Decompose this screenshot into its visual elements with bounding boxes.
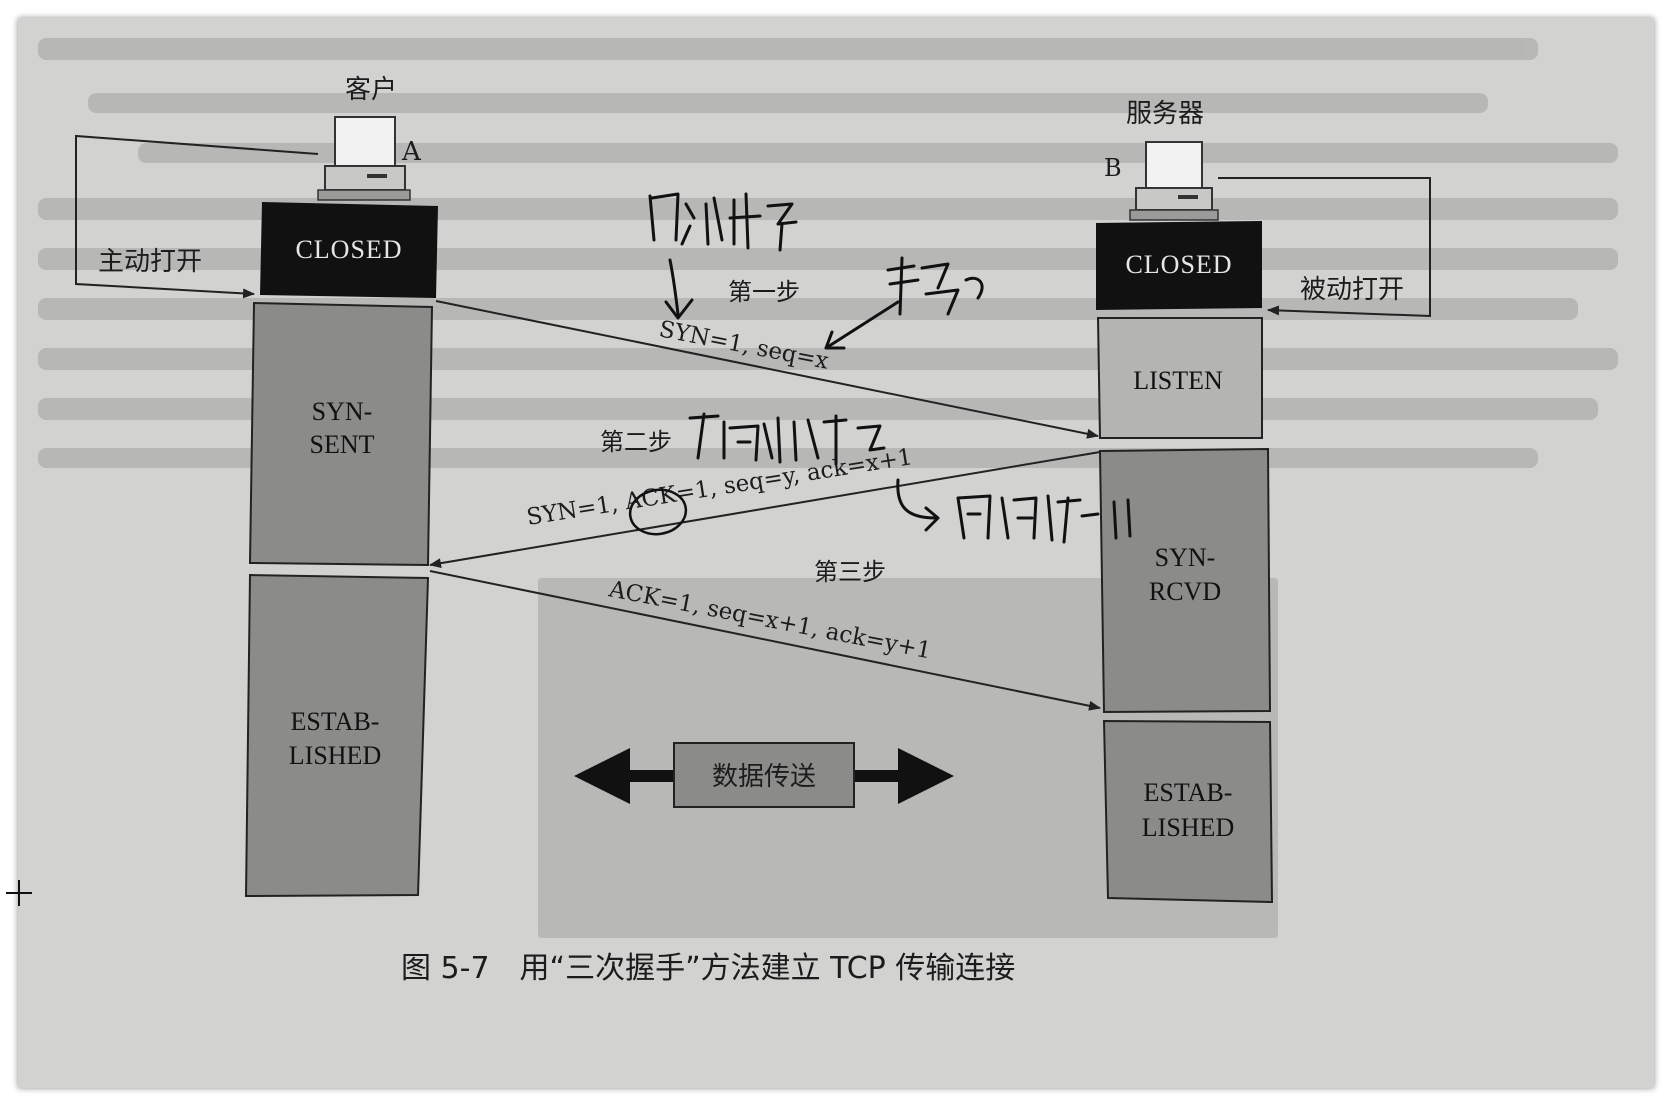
step2-arrow [429,451,1101,569]
server-letter: B [1104,154,1122,182]
server-listen-label: LISTEN [1133,366,1223,395]
client-established-state: ESTAB- LISHED [244,573,430,898]
step2-label: 第二步 [600,428,672,456]
client-lished-label: LISHED [289,741,381,770]
server-closed-label: CLOSED [1125,250,1232,279]
handwritten-annotations [628,192,1132,544]
client-title: 客户 [345,75,397,105]
server-syn-label: SYN- [1155,543,1216,572]
passive-open-label: 被动打开 [1300,275,1404,305]
step3-arrow [429,570,1101,711]
active-open-arrow [75,134,319,299]
server-listen-state: LISTEN [1096,317,1263,439]
active-open-label: 主动打开 [98,247,202,277]
figure-caption: 图 5-7 用“三次握手”方法建立 TCP 传输连接 [401,951,1015,986]
crosshair-cursor-icon [6,880,32,906]
data-transfer-label: 数据传送 [712,762,816,792]
client-syn-sent-state: SYN- SENT [248,301,434,567]
step1-arrow [435,300,1099,439]
tcp-handshake-diagram: 客户 A 服务器 B 主动打开 被动打开 CLOSED SYN- SENT ES… [38,38,1618,986]
client-letter: A [401,137,422,167]
server-lished-label: LISHED [1142,813,1234,842]
step3-label: 第三步 [814,558,886,586]
server-estab-label: ESTAB- [1144,778,1233,807]
client-estab-label: ESTAB- [291,707,380,736]
client-sent-label: SENT [310,430,375,459]
client-closed-state: CLOSED [260,202,438,298]
passive-open-arrow [1218,177,1431,318]
server-established-state: ESTAB- LISHED [1102,719,1274,904]
server-computer-icon [1129,141,1219,221]
server-syn-rcvd-state: SYN- RCVD [1098,447,1272,714]
data-transfer-arrow: 数据传送 [574,742,954,808]
client-computer-icon [317,116,411,201]
client-closed-label: CLOSED [295,235,402,264]
textbook-photo: 客户 A 服务器 B 主动打开 被动打开 CLOSED SYN- SENT ES… [18,18,1654,1088]
server-title: 服务器 [1126,99,1204,129]
server-rcvd-label: RCVD [1149,577,1221,606]
client-syn-label: SYN- [312,397,373,426]
step1-label: 第一步 [728,278,800,306]
server-closed-state: CLOSED [1096,221,1262,310]
